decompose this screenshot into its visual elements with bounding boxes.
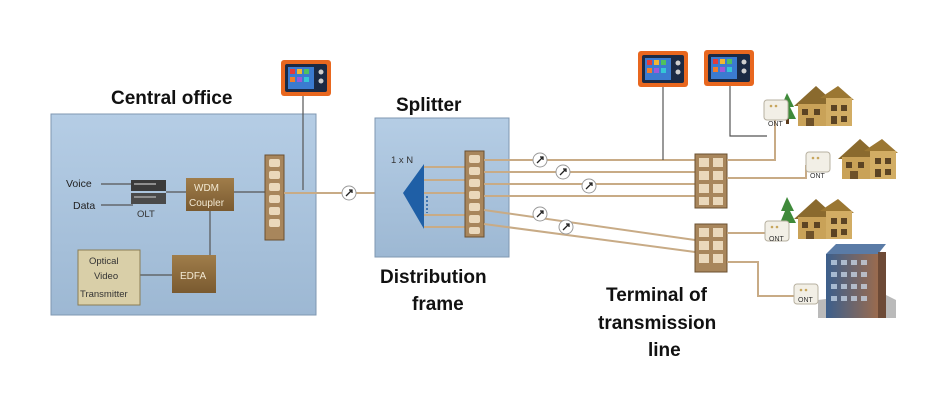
fiber-marker-icon bbox=[532, 152, 548, 168]
terminal-label-2: transmission bbox=[598, 313, 716, 334]
tx-label-2: Video bbox=[94, 271, 118, 282]
wdm-label-1: WDM bbox=[194, 183, 219, 194]
otdr-tester-icon bbox=[281, 60, 331, 96]
tx-label-1: Optical bbox=[89, 256, 119, 267]
distribution-frame-label-2: frame bbox=[412, 294, 464, 315]
fiber-marker-icon bbox=[555, 164, 571, 180]
wdm-coupler-box: WDM Coupler bbox=[186, 178, 234, 211]
house-icon bbox=[794, 86, 854, 126]
data-label: Data bbox=[73, 200, 95, 212]
central-odf-panel bbox=[264, 154, 285, 241]
ont-box-icon bbox=[805, 151, 831, 173]
splitter-odf-panel bbox=[464, 150, 485, 238]
office-building-icon bbox=[818, 244, 896, 318]
fiber-marker-icon bbox=[558, 219, 574, 235]
drop-to-house-2 bbox=[727, 165, 807, 179]
splitter-ratio-label: 1 x N bbox=[391, 155, 413, 166]
splitter-title: Splitter bbox=[396, 95, 462, 116]
splitter-icon bbox=[403, 164, 465, 229]
house-icon bbox=[794, 199, 854, 239]
house-icon bbox=[838, 139, 898, 179]
fiber-marker-icon bbox=[341, 185, 357, 201]
tx-label-3: Transmitter bbox=[80, 289, 128, 300]
olt-label: OLT bbox=[137, 209, 155, 220]
wdm-label-2: Coupler bbox=[189, 198, 225, 209]
drop-fibers bbox=[483, 159, 696, 253]
fiber-marker-icon bbox=[581, 178, 597, 194]
central-office-title: Central office bbox=[111, 88, 232, 109]
edfa-box: EDFA bbox=[172, 255, 216, 293]
olt-device-icon bbox=[131, 180, 166, 204]
terminal-label-1: Terminal of bbox=[606, 285, 708, 306]
drop-to-building bbox=[727, 261, 796, 297]
distribution-frame-label-1: Distribution bbox=[380, 267, 487, 288]
voice-label: Voice bbox=[66, 178, 92, 190]
edfa-label: EDFA bbox=[180, 271, 206, 282]
terminal-label-3: line bbox=[648, 340, 681, 361]
ont-label: ONT bbox=[768, 121, 784, 128]
fiber-marker-icon bbox=[532, 206, 548, 222]
otdr-tester-icon bbox=[638, 51, 688, 87]
ont-label: ONT bbox=[798, 297, 814, 304]
ont-box-icon bbox=[763, 99, 789, 121]
tester-lead-line-3 bbox=[729, 86, 767, 137]
drop-to-house-1 bbox=[727, 113, 776, 161]
optical-video-transmitter-box: Optical Video Transmitter bbox=[77, 249, 141, 306]
terminal-box-upper bbox=[694, 153, 728, 209]
terminal-box-lower bbox=[694, 223, 728, 273]
splitter-box bbox=[374, 117, 510, 258]
otdr-tester-icon bbox=[704, 50, 754, 86]
ont-label: ONT bbox=[769, 236, 785, 243]
ont-label: ONT bbox=[810, 173, 826, 180]
